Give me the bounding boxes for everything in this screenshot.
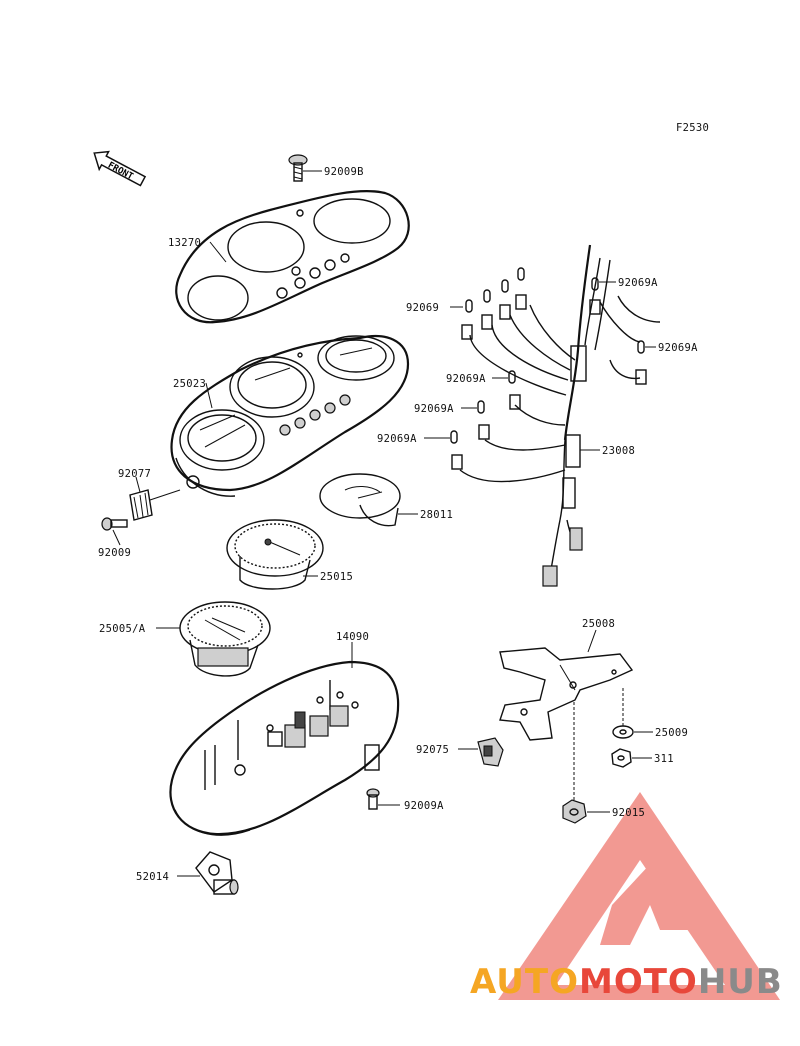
washer-25009 bbox=[612, 688, 634, 739]
figure-code: F2530 bbox=[676, 122, 709, 134]
screw-92009b bbox=[288, 154, 308, 182]
label-92015: 92015 bbox=[612, 807, 645, 819]
label-92069a-5: 92069A bbox=[377, 433, 417, 445]
label-92069a-3: 92069A bbox=[446, 373, 486, 385]
nut-311 bbox=[611, 748, 632, 768]
watermark-hub: HUB bbox=[697, 962, 783, 1002]
screw-92009a bbox=[366, 788, 380, 810]
label-25015: 25015 bbox=[320, 571, 353, 583]
front-arrow-icon: FRONT bbox=[93, 150, 147, 187]
meter-case-14090 bbox=[169, 660, 400, 836]
gear-52014 bbox=[195, 851, 239, 895]
label-92075: 92075 bbox=[416, 744, 449, 756]
tachometer-25005a bbox=[179, 601, 271, 677]
bracket-25008 bbox=[499, 647, 634, 741]
label-25023: 25023 bbox=[173, 378, 206, 390]
label-311: 311 bbox=[654, 753, 674, 765]
gauge-28011 bbox=[319, 473, 401, 527]
watermark-brand: AUTOMOTOHUB bbox=[470, 962, 783, 1002]
label-92077: 92077 bbox=[118, 468, 151, 480]
label-25009: 25009 bbox=[655, 727, 688, 739]
gasket-plate-13270 bbox=[175, 190, 410, 324]
label-92009: 92009 bbox=[98, 547, 131, 559]
wiring-harness-23008 bbox=[459, 244, 661, 587]
watermark-moto: MOTO bbox=[578, 962, 698, 1002]
label-25005a: 25005/A bbox=[99, 623, 146, 635]
label-92009a: 92009A bbox=[404, 800, 444, 812]
label-52014: 52014 bbox=[136, 871, 169, 883]
label-92069a-4: 92069A bbox=[414, 403, 454, 415]
label-92009b: 92009B bbox=[324, 166, 364, 178]
nut-92015 bbox=[562, 702, 587, 824]
label-23008: 23008 bbox=[602, 445, 635, 457]
watermark-auto: AUTO bbox=[470, 962, 579, 1002]
screw-92009 bbox=[101, 517, 128, 531]
bulb-socket-cluster bbox=[450, 267, 647, 470]
meter-cover-25023 bbox=[170, 334, 410, 497]
label-92069: 92069 bbox=[406, 302, 439, 314]
watermark-logo bbox=[498, 792, 780, 1000]
label-14090: 14090 bbox=[336, 631, 369, 643]
label-13270: 13270 bbox=[168, 237, 201, 249]
knob-92077 bbox=[129, 489, 181, 521]
label-25008: 25008 bbox=[582, 618, 615, 630]
label-28011: 28011 bbox=[420, 509, 453, 521]
speedometer-25015 bbox=[226, 519, 324, 590]
clip-92075 bbox=[477, 737, 504, 767]
label-92069a-1: 92069A bbox=[618, 277, 658, 289]
label-92069a-2: 92069A bbox=[658, 342, 698, 354]
